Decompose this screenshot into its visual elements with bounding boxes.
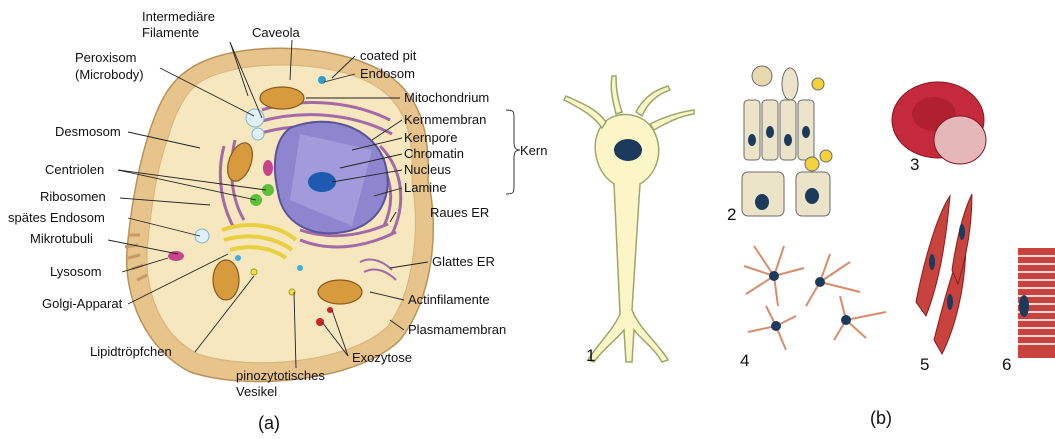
number-5: 5 (920, 355, 929, 374)
label-chromatin: Chromatin (404, 146, 464, 161)
label-pinocytotic-2: Vesikel (236, 384, 277, 399)
label-caveola: Caveola (252, 25, 300, 40)
label-intermediate-filaments-2: Filamente (142, 25, 199, 40)
label-mitochondrion: Mitochondrium (404, 90, 489, 105)
label-peroxisome-1: Peroxisom (75, 50, 136, 65)
label-intermediate-filaments-1: Intermediäre (142, 9, 215, 24)
label-coated-pit: coated pit (360, 48, 417, 63)
red-blood-cells (892, 82, 986, 164)
caption-a: (a) (258, 413, 280, 433)
neuron (564, 76, 694, 362)
striated-muscle (1018, 248, 1055, 358)
smooth-muscle-cells (916, 194, 972, 354)
label-plasma-membrane: Plasmamembran (408, 322, 506, 337)
label-endosome: Endosom (360, 66, 415, 81)
label-nucleolus: Nucleus (404, 162, 451, 177)
neuron-nucleus (614, 139, 642, 161)
label-peroxisome-2: (Microbody) (75, 67, 144, 82)
label-late-endosome: spätes Endosom (8, 210, 105, 225)
label-exocytosis: Exozytose (352, 350, 412, 365)
label-smooth-er: Glattes ER (432, 254, 495, 269)
label-actin-filaments: Actinfilamente (408, 292, 490, 307)
label-desmosome: Desmosom (55, 124, 121, 139)
label-rough-er: Raues ER (430, 205, 489, 220)
nucleolus (308, 172, 336, 192)
label-lysosome: Lysosom (50, 264, 102, 279)
label-lamina: Lamine (404, 180, 447, 195)
label-nucleus-group: Kern (520, 143, 547, 158)
label-centrioles: Centriolen (45, 162, 104, 177)
number-3: 3 (910, 155, 919, 174)
number-6: 6 (1002, 355, 1011, 374)
label-ribosomes: Ribosomen (40, 189, 106, 204)
number-1: 1 (586, 346, 595, 365)
number-2: 2 (727, 205, 736, 224)
label-pinocytotic-1: pinozytotisches (236, 368, 325, 383)
label-lipid-droplet: Lipidtröpfchen (90, 344, 172, 359)
label-golgi: Golgi-Apparat (42, 296, 123, 311)
label-nuclear-membrane: Kernmembran (404, 112, 486, 127)
astrocytes (744, 246, 886, 350)
label-microtubules: Mikrotubuli (30, 231, 93, 246)
number-4: 4 (740, 351, 749, 370)
kern-bracket (506, 110, 520, 194)
label-nuclear-pore: Kernpore (404, 130, 457, 145)
caption-b: (b) (870, 408, 892, 428)
